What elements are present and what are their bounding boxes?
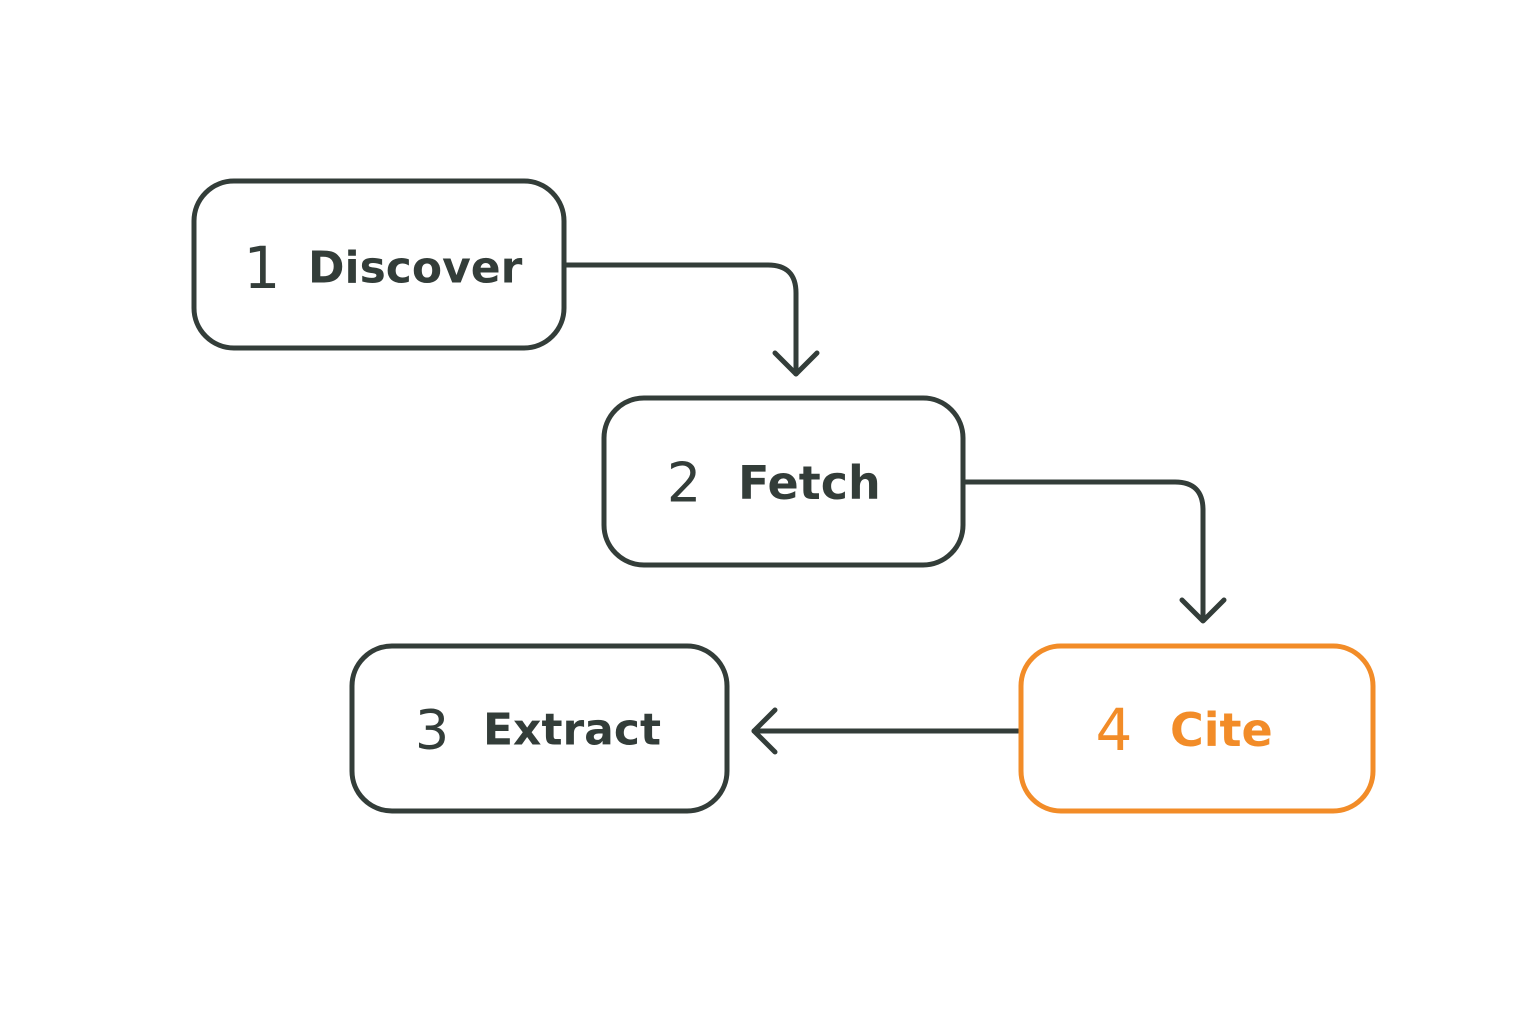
connectors bbox=[563, 262, 1227, 755]
step-box-discover: 1 Discover bbox=[191, 178, 567, 351]
connector-fetch-to-cite bbox=[962, 479, 1206, 623]
arrowhead-down-icon bbox=[1179, 597, 1227, 624]
step-number: 1 bbox=[244, 234, 281, 302]
step-box-cite: 4 Cite bbox=[1018, 643, 1376, 814]
step-box-fetch: 2 Fetch bbox=[601, 395, 966, 568]
step-number: 2 bbox=[667, 452, 701, 515]
step-number: 3 bbox=[415, 699, 449, 762]
arrowhead-down-icon bbox=[772, 350, 820, 377]
arrowhead-left-icon bbox=[751, 707, 778, 755]
step-label: Fetch bbox=[738, 456, 881, 510]
step-label: Discover bbox=[308, 243, 523, 294]
step-label: Extract bbox=[483, 705, 661, 756]
step-number: 4 bbox=[1096, 696, 1133, 764]
step-label: Cite bbox=[1170, 703, 1273, 757]
connector-discover-to-fetch bbox=[563, 262, 799, 377]
step-box-extract: 3 Extract bbox=[349, 643, 730, 814]
